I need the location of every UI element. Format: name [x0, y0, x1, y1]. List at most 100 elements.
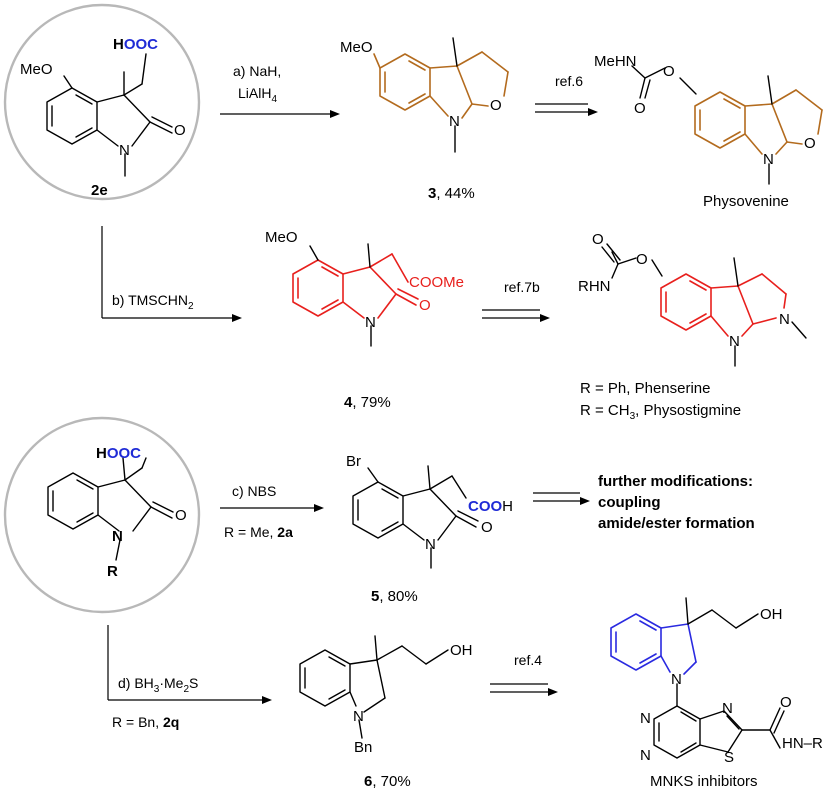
note-further-modifications: further modifications: — [598, 473, 753, 490]
atom-n-physovenine: N — [763, 151, 774, 168]
atom-o-amide-mnks: O — [780, 694, 792, 711]
atom-n-indoline-mnks: N — [671, 671, 682, 688]
step-a-line1: a) NaH, — [233, 63, 281, 79]
label-mnks-inhibitors: MNKS inhibitors — [650, 773, 758, 790]
step-d-sub2: 2 — [183, 684, 189, 695]
molecule-mnks-inhibitor: OH N N S N N O HN–R — [610, 597, 823, 766]
atom-n-2e: N — [119, 142, 130, 159]
atom-cooh-h-5: H — [502, 498, 513, 515]
arrowhead-b — [232, 314, 242, 322]
svg-text:3, 44%: 3, 44% — [428, 185, 475, 202]
atom-r-2: R — [107, 563, 118, 580]
atom-n3-pyrimidine-mnks: N — [640, 747, 651, 764]
atom-n-2: N — [112, 528, 123, 545]
label-6-yield: , 70% — [372, 773, 410, 790]
label-5-number: 5 — [371, 588, 379, 605]
step-d-compound: 2q — [163, 714, 179, 730]
step-d-part1: d) BH — [118, 675, 154, 691]
step-ref6: ref.6 — [555, 73, 583, 89]
svg-text:6, 70%: 6, 70% — [364, 773, 411, 790]
molecule-6: OH N Bn — [299, 635, 473, 756]
arrowhead-c — [314, 504, 324, 512]
label-3-number: 3 — [428, 185, 436, 202]
svg-text:4, 79%: 4, 79% — [344, 394, 391, 411]
step-ref7b: ref.7b — [504, 279, 540, 295]
atom-h-amide-mnks: H — [782, 735, 793, 752]
molecule-4: MeO COOMe O N — [265, 229, 464, 347]
atom-n1-pyrimidine-mnks: N — [640, 710, 651, 727]
step-d-part3: S — [189, 675, 198, 691]
label-phenserine: R = Ph, Phenserine — [580, 380, 711, 397]
atom-o-ester-physostigmine: O — [636, 251, 648, 268]
label-4-yield: , 79% — [352, 394, 390, 411]
step-d-part2: ·Me — [159, 675, 183, 691]
atom-n-thiazole-mnks: N — [722, 700, 733, 717]
arrowhead-ref7b — [540, 314, 550, 322]
atom-n-indoline-physostigmine: N — [729, 333, 740, 350]
atom-o-2: O — [175, 507, 187, 524]
molecule-physovenine: MeHN O O N O — [594, 53, 823, 185]
step-d-condition: R = Bn, — [112, 714, 163, 730]
atom-n-6: N — [353, 708, 364, 725]
atom-rhn: RHN — [578, 278, 611, 295]
label-physovenine: Physovenine — [703, 193, 789, 210]
step-b-sub: 2 — [188, 301, 194, 312]
atom-o-ring-physovenine: O — [804, 135, 816, 152]
molecule-2: HOOC O N R — [47, 445, 187, 580]
note-coupling: coupling — [598, 494, 661, 511]
atom-hooc-h-2e: H — [113, 36, 124, 53]
atom-meo-2e: MeO — [20, 61, 53, 78]
atom-bn-6: Bn — [354, 739, 372, 756]
label-physostigmine-prefix: R = CH — [580, 402, 630, 419]
molecule-5: Br COOH O N — [346, 453, 513, 569]
step-c: c) NBS — [232, 483, 276, 499]
atom-n-5: N — [425, 536, 436, 553]
svg-text:R = Bn, 2q: R = Bn, 2q — [112, 714, 179, 730]
atom-mehn: MeHN — [594, 53, 637, 70]
arrowhead-d — [262, 696, 272, 704]
label-4-number: 4 — [344, 394, 353, 411]
svg-text:5, 80%: 5, 80% — [371, 588, 418, 605]
step-d-sub1: 3 — [154, 684, 160, 695]
atom-o-2e: O — [174, 122, 186, 139]
atom-o-ester-physovenine: O — [663, 63, 675, 80]
atom-hooc-ooc-2e: OOC — [124, 36, 158, 53]
atom-meo-4: MeO — [265, 229, 298, 246]
atom-o-3: O — [490, 97, 502, 114]
atom-oh-6: OH — [450, 642, 473, 659]
step-a-line2-sub: 4 — [271, 94, 277, 105]
label-6-number: 6 — [364, 773, 372, 790]
step-c-condition: R = Me, — [224, 524, 277, 540]
highlight-circle-2e — [3, 3, 201, 201]
atom-oh-mnks: OH — [760, 606, 783, 623]
svg-text:R = CH3, Physostigmine: R = CH3, Physostigmine — [580, 402, 741, 422]
svg-text:COOH: COOH — [468, 498, 513, 515]
step-ref4: ref.4 — [514, 652, 542, 668]
step-a-line2: LiAlH — [238, 85, 271, 101]
arrowhead-ref6 — [588, 108, 598, 116]
highlight-circle-2 — [3, 416, 201, 614]
molecule-3: MeO N O — [340, 37, 509, 153]
atom-br-5: Br — [346, 453, 361, 470]
atom-n-3: N — [449, 113, 460, 130]
atom-meo-3: MeO — [340, 39, 373, 56]
label-physostigmine-suffix: , Physostigmine — [635, 402, 741, 419]
svg-text:HOOC: HOOC — [113, 36, 158, 53]
atom-cooome-4: COOMe — [409, 274, 464, 291]
atom-hooc-h-2: H — [96, 445, 107, 462]
step-b: b) TMSCHN — [112, 292, 188, 308]
arrowhead-a — [330, 110, 340, 118]
label-2e: 2e — [91, 182, 108, 199]
svg-text:LiAlH4: LiAlH4 — [238, 85, 277, 105]
molecule-physostigmine: O RHN O N N — [578, 231, 807, 367]
molecule-2e: MeO HOOC O N — [20, 36, 186, 177]
step-c-compound: 2a — [277, 524, 293, 540]
atom-o-5: O — [481, 519, 493, 536]
svg-text:HOOC: HOOC — [96, 445, 141, 462]
label-5-yield: , 80% — [379, 588, 417, 605]
svg-text:b) TMSCHN2: b) TMSCHN2 — [112, 292, 194, 312]
note-amide-ester: amide/ester formation — [598, 515, 755, 532]
atom-s-mnks: S — [724, 749, 734, 766]
atom-nr-amide-mnks: N–R — [793, 735, 823, 752]
